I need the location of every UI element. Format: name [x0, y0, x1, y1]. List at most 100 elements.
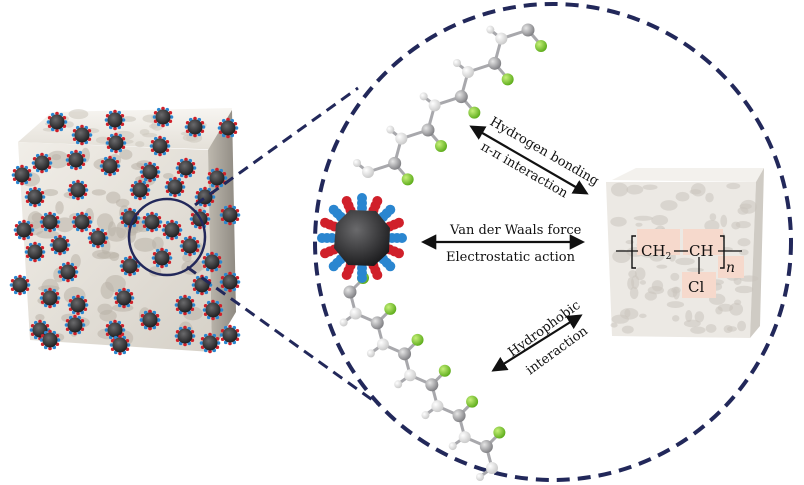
nanoparticle-small: [9, 274, 31, 296]
foam-pore: [610, 322, 618, 328]
ligand-bead: [320, 248, 331, 259]
ligand-dot: [114, 132, 118, 137]
ligand-dot: [113, 296, 118, 300]
ligand-dot: [219, 280, 224, 284]
carbon-atom: [521, 23, 535, 37]
particle-core: [155, 109, 171, 125]
ligand-dot: [201, 260, 206, 264]
ligand-dot: [158, 220, 163, 224]
ligand-dot: [29, 328, 34, 332]
leader-line-bottom: [186, 265, 379, 406]
ligand-dot: [22, 219, 26, 224]
particle-core: [222, 327, 238, 343]
nanoparticle-small: [175, 157, 197, 179]
foam-pore: [705, 192, 714, 203]
ligand-dot: [226, 134, 230, 139]
foam-pore: [675, 257, 695, 266]
ligand-dot: [118, 351, 122, 356]
nanoparticle-small: [152, 106, 174, 128]
ligand-dot: [113, 319, 117, 324]
bracket-right: [720, 235, 725, 269]
foam-pore: [715, 306, 723, 315]
foam-pore: [704, 219, 720, 232]
particle-core: [74, 214, 90, 230]
chlorine-atom: [384, 302, 397, 315]
foam-pore: [35, 313, 45, 321]
ligand-dot: [104, 328, 109, 332]
foam-pore: [627, 277, 635, 290]
ligand-dot: [211, 195, 216, 199]
nanoparticle-small: [219, 324, 241, 346]
ligand-dot: [193, 116, 197, 121]
particle-core: [177, 297, 193, 313]
carbon-atom: [388, 156, 402, 170]
particle-core: [182, 238, 198, 254]
particle-core: [154, 250, 170, 266]
foam-pore: [96, 251, 120, 259]
carbon-atom: [370, 316, 384, 330]
particle-core: [34, 155, 50, 171]
nanoparticle-small: [31, 152, 53, 174]
nanoparticle-small: [129, 179, 151, 201]
formula-ch: CH: [689, 242, 714, 260]
ligand-dot: [58, 251, 62, 256]
nanoparticle-small: [64, 314, 86, 336]
foam-pore: [739, 249, 749, 256]
ligand-dot: [58, 234, 62, 239]
ligand-dot: [40, 152, 44, 157]
chlorine-atom: [535, 40, 547, 52]
ligand-bead: [372, 269, 383, 280]
ligand-dot: [55, 128, 59, 133]
ligand-dot: [151, 256, 156, 260]
particle-core: [142, 312, 158, 328]
ligand-dot: [236, 280, 241, 284]
ligand-dot: [130, 296, 135, 300]
ligand-bead: [385, 261, 396, 272]
ligand-dot: [217, 126, 222, 130]
nanoparticle-small: [113, 287, 135, 309]
ligand-dot: [108, 172, 112, 177]
foam-pore: [96, 213, 114, 231]
nanoparticle-small: [219, 271, 241, 293]
foam-pore: [644, 291, 657, 301]
particle-core: [102, 158, 118, 174]
hydrogen-atom: [353, 159, 361, 167]
foam-pore: [106, 191, 121, 204]
nanoparticle-small: [13, 219, 35, 241]
foam-pore: [671, 286, 681, 294]
nanoparticle-small: [174, 325, 196, 347]
chlorine-atom: [401, 173, 414, 186]
ligand-dot: [183, 342, 187, 347]
ligand-dot: [129, 188, 134, 192]
ligand-dot: [228, 288, 232, 293]
carbon-atom-light: [486, 462, 498, 474]
ligand-dot: [199, 341, 204, 345]
foam-pore: [675, 191, 690, 202]
ligand-dot: [198, 208, 202, 213]
ligand-dot: [122, 304, 126, 309]
foam-pore: [42, 188, 59, 197]
particle-core: [12, 277, 28, 293]
particle-core: [107, 112, 123, 128]
left-foam-cube: [9, 106, 241, 356]
particle-core: [49, 114, 65, 130]
chlorine-atom: [438, 364, 451, 377]
formula-cl: Cl: [688, 278, 704, 296]
hydrogen-atom: [453, 59, 461, 67]
ligand-dot: [184, 125, 189, 129]
ligand-dot: [81, 323, 86, 327]
leader-line-top: [194, 86, 359, 207]
ligand-dot: [188, 252, 192, 257]
ligand-dot: [228, 204, 232, 209]
particle-core: [112, 337, 128, 353]
ligand-dot: [67, 188, 72, 192]
formula-ch2: CH2: [641, 242, 671, 262]
particle-core: [67, 317, 83, 333]
nanoparticle-small: [119, 255, 141, 277]
ligand-dot: [158, 135, 162, 140]
ligand-dot: [41, 195, 46, 199]
ligand-dot: [219, 333, 224, 337]
particle-core: [68, 152, 84, 168]
ligand-dot: [138, 196, 142, 201]
